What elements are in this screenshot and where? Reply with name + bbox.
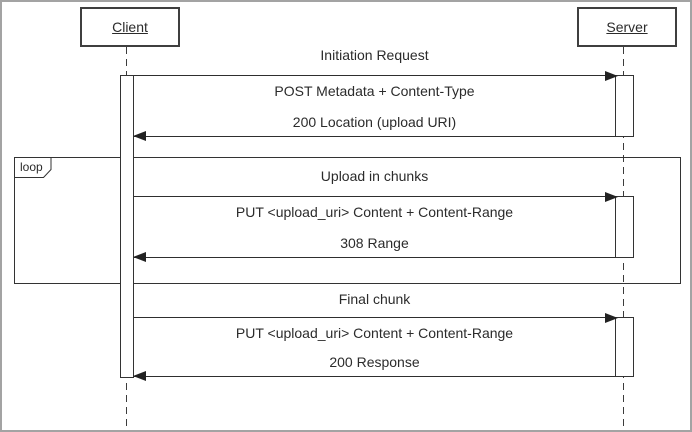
server-actor-label: Server [606, 19, 648, 35]
server-actor-box: Server [577, 7, 677, 47]
server-activation-bar [615, 196, 634, 258]
request-arrowhead-icon [605, 313, 618, 323]
request-arrowhead-icon [605, 71, 618, 81]
server-activation-bar [615, 75, 634, 137]
client-activation-bar [120, 75, 134, 378]
exchange-title-initiation: Initiation Request [320, 47, 429, 63]
request-arrowhead-icon [605, 192, 618, 202]
response-message-label: 200 Location (upload URI) [292, 114, 457, 130]
loop-fragment: loop [14, 157, 681, 284]
exchange-title-upload-loop: Upload in chunks [320, 168, 429, 184]
request-message-label: POST Metadata + Content-Type [274, 83, 475, 99]
loop-operator-pentagon [14, 157, 52, 178]
request-message-label: PUT <upload_uri> Content + Content-Range [235, 204, 514, 220]
response-message-label: 200 Response [329, 354, 420, 370]
response-arrowhead-icon [133, 371, 146, 381]
message-box-initiation: POST Metadata + Content-Type 200 Locatio… [133, 71, 618, 141]
loop-operator-label: loop [20, 160, 43, 174]
message-box-final-chunk: PUT <upload_uri> Content + Content-Range… [133, 313, 618, 381]
exchange-title-final-chunk: Final chunk [338, 291, 411, 307]
client-actor-label: Client [112, 19, 148, 35]
response-arrowhead-icon [133, 131, 146, 141]
client-actor-box: Client [80, 7, 180, 47]
server-activation-bar [615, 317, 634, 377]
response-message-label: 308 Range [340, 235, 409, 251]
request-message-label: PUT <upload_uri> Content + Content-Range [235, 325, 514, 341]
message-box-chunk-upload: PUT <upload_uri> Content + Content-Range… [133, 192, 618, 262]
response-arrowhead-icon [133, 252, 146, 262]
